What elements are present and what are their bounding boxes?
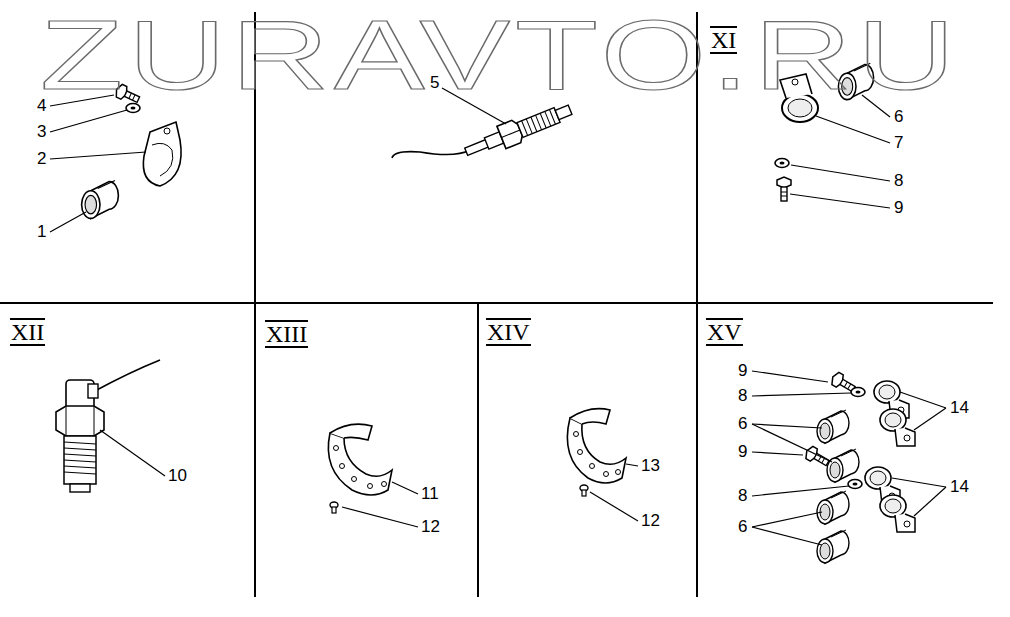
callout-number: 8 <box>894 172 903 190</box>
callout-number: 11 <box>421 485 439 503</box>
callout-number: 10 <box>168 467 187 485</box>
callout-number: 6 <box>738 518 747 536</box>
section-numeral: XIV <box>486 318 531 346</box>
callout-number: 2 <box>37 150 46 168</box>
watermark: ZURAVTO.RU <box>40 10 960 100</box>
callout-number: 8 <box>738 487 747 505</box>
callout-number: 14 <box>950 478 969 496</box>
callout-number: 5 <box>430 74 439 92</box>
callout-number: 4 <box>37 97 46 115</box>
callout-number: 6 <box>894 108 903 126</box>
callout-number: 9 <box>894 199 903 217</box>
callout-number: 9 <box>738 362 747 380</box>
callout-number: 12 <box>641 512 660 530</box>
callout-number: 7 <box>894 134 903 152</box>
section-numeral: XIII <box>265 320 308 348</box>
section-numeral: XII <box>10 318 45 346</box>
callout-number: 12 <box>421 518 440 536</box>
callout-number: 14 <box>950 399 969 417</box>
callout-number: 1 <box>37 223 46 241</box>
callout-number: 8 <box>738 387 747 405</box>
callout-number: 3 <box>37 123 46 141</box>
section-numeral: XI <box>710 26 737 54</box>
callout-number: 9 <box>738 443 747 461</box>
section-numeral: XV <box>706 318 743 346</box>
callout-number: 13 <box>641 457 660 475</box>
callout-number: 6 <box>738 415 747 433</box>
